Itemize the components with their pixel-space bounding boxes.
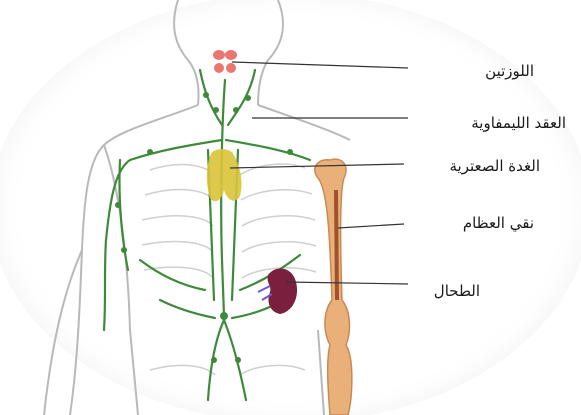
label-lymph-nodes: العقد الليمفاوية xyxy=(471,114,566,132)
label-tonsils: اللوزتين xyxy=(485,62,534,80)
label-spleen: الطحال xyxy=(434,282,480,300)
label-thymus: الغدة الصعترية xyxy=(450,157,540,175)
label-bone-marrow: نقي العظام xyxy=(463,214,534,232)
